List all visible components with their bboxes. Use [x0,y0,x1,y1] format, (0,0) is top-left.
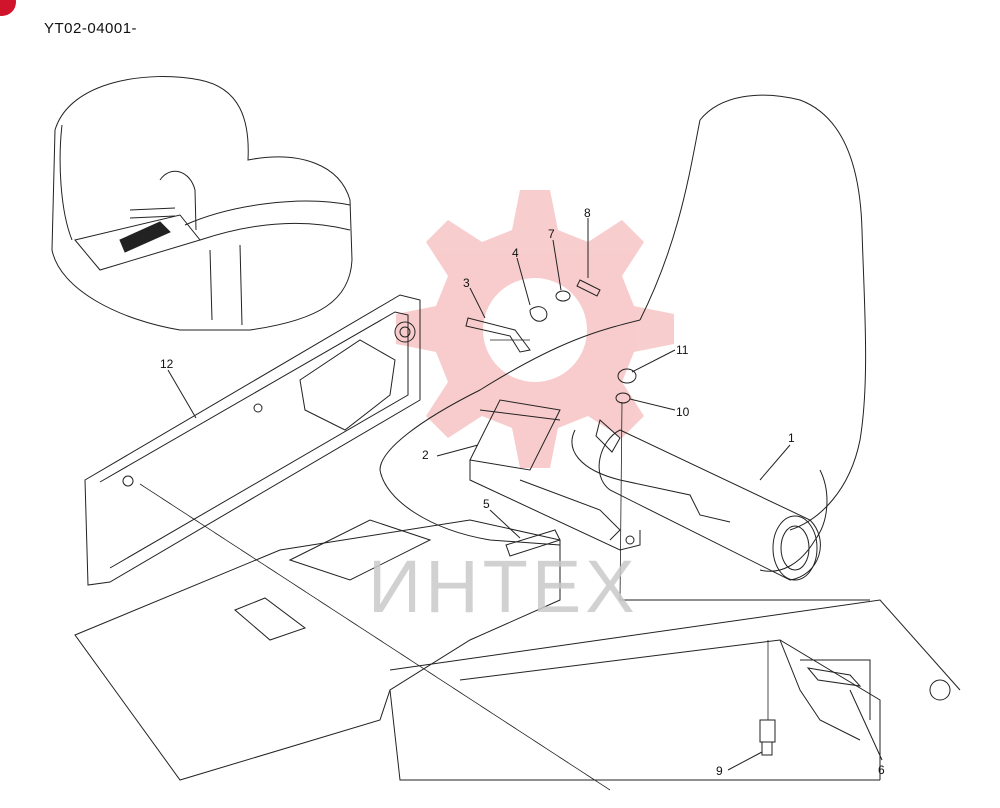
part-7-washer [555,290,571,302]
callout-3: 3 [463,276,470,290]
inset-seat [51,76,353,331]
part-4-clip [529,306,548,322]
line-art [51,76,961,791]
callout-10: 10 [676,405,690,419]
part-3-pin [465,317,531,353]
part-6-stopper [806,667,862,687]
part-10-washer [615,392,631,404]
watermark-gear-icon [396,190,674,468]
callout-12: 12 [160,357,174,371]
leader-lines [167,218,883,771]
callout-2: 2 [422,448,429,462]
base-plate [74,519,961,781]
callout-9: 9 [716,764,723,778]
part-5-pad [505,529,561,557]
callout-labels: 1 2 3 4 5 6 7 8 9 10 11 12 [160,206,885,778]
part-2-bracket [469,399,641,551]
part-1-extinguisher [571,419,821,581]
callout-7: 7 [548,227,555,241]
part-11-nut [617,368,637,384]
callout-1: 1 [788,431,795,445]
watermark-text: ИНТЕХ [368,545,639,628]
part-12-side-panel [84,294,421,586]
callout-4: 4 [512,246,519,260]
callout-11: 11 [676,343,689,357]
drawing-code: YT02-04001- [44,20,138,37]
main-seat [379,94,867,572]
callout-8: 8 [584,206,591,220]
part-8-pin [576,279,601,297]
inset-arrow-icon [119,221,171,253]
callout-6: 6 [878,763,885,777]
callout-5: 5 [483,497,490,511]
part-9-bolt [759,719,776,756]
